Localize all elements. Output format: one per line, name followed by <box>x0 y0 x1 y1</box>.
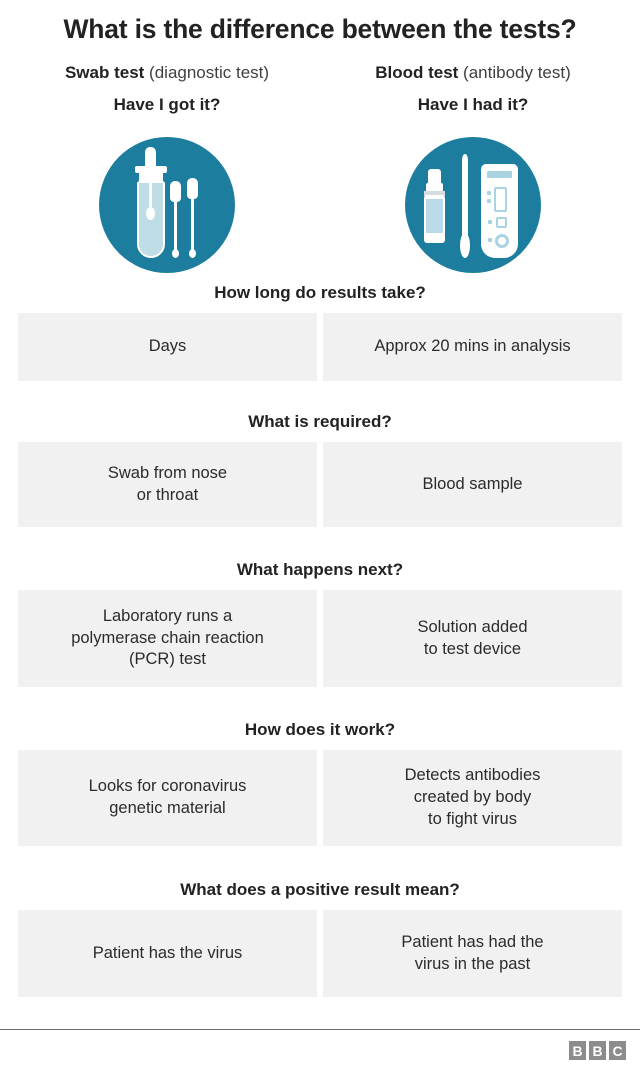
blood-test-paren: (antibody test) <box>463 63 571 82</box>
section-next-steps: What happens next? Laboratory runs a pol… <box>0 560 640 687</box>
section-title: What does a positive result mean? <box>180 880 460 899</box>
card-swab: Looks for coronavirus genetic material <box>18 750 317 846</box>
blood-test-question: Have I had it? <box>417 94 529 114</box>
blood-test-kit-icon <box>405 137 541 273</box>
swab-test-name: Swab test <box>64 63 145 82</box>
section-cards: Days Approx 20 mins in analysis <box>0 313 640 381</box>
bbc-logo-letter-2: B <box>589 1041 606 1060</box>
section-cards: Patient has the virus Patient has had th… <box>0 910 640 997</box>
column-header-swab: Swab test (diagnostic test) Have I got i… <box>14 62 320 117</box>
section-title: How does it work? <box>244 720 396 739</box>
card-blood: Blood sample <box>323 442 622 527</box>
card-swab: Swab from nose or throat <box>18 442 317 527</box>
card-swab: Laboratory runs a polymerase chain react… <box>18 590 317 687</box>
card-blood: Patient has had the virus in the past <box>323 910 622 997</box>
bbc-logo: B B C <box>569 1041 626 1060</box>
bbc-logo-letter-1: B <box>569 1041 586 1060</box>
swab-test-paren: (diagnostic test) <box>149 63 270 82</box>
swab-icon-cell <box>14 137 320 273</box>
icons-row <box>14 137 626 273</box>
swab-test-label: Swab test (diagnostic test) <box>14 62 320 85</box>
section-title: What happens next? <box>236 560 404 579</box>
section-positive-result: What does a positive result mean? Patien… <box>0 880 640 997</box>
blood-icon-cell <box>320 137 626 273</box>
column-headers: Swab test (diagnostic test) Have I got i… <box>14 62 626 117</box>
bbc-logo-letter-3: C <box>609 1041 626 1060</box>
card-swab: Days <box>18 313 317 381</box>
section-title: How long do results take? <box>214 283 426 302</box>
column-header-blood: Blood test (antibody test) Have I had it… <box>320 62 626 117</box>
card-blood: Approx 20 mins in analysis <box>323 313 622 381</box>
section-results-time: How long do results take? Days Approx 20… <box>0 283 640 381</box>
blood-test-name: Blood test <box>375 63 459 82</box>
section-mechanism: How does it work? Looks for coronavirus … <box>0 720 640 846</box>
page-title: What is the difference between the tests… <box>63 14 577 44</box>
section-title: What is required? <box>248 412 392 431</box>
card-blood: Detects antibodies created by body to fi… <box>323 750 622 846</box>
section-cards: Looks for coronavirus genetic material D… <box>0 750 640 846</box>
section-cards: Laboratory runs a polymerase chain react… <box>0 590 640 687</box>
footer-divider <box>0 1029 640 1030</box>
card-blood: Solution added to test device <box>323 590 622 687</box>
card-swab: Patient has the virus <box>18 910 317 997</box>
test-tube-swab-icon <box>99 137 235 273</box>
section-cards: Swab from nose or throat Blood sample <box>0 442 640 527</box>
swab-test-question: Have I got it? <box>113 94 221 114</box>
section-requirements: What is required? Swab from nose or thro… <box>0 412 640 527</box>
blood-test-label: Blood test (antibody test) <box>320 62 626 85</box>
